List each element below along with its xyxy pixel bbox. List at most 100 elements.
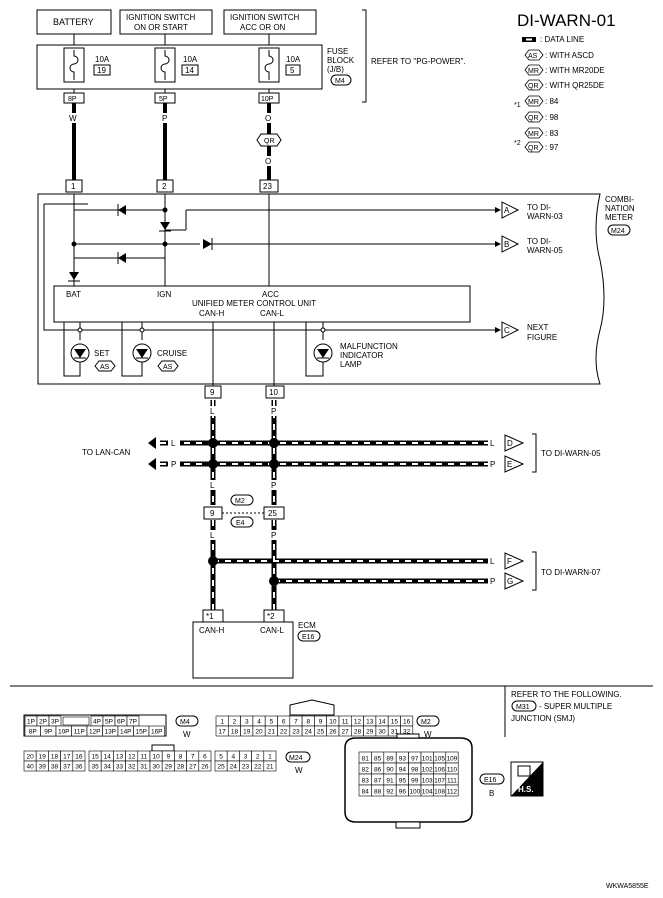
m24-pin: 15: [91, 754, 99, 761]
flag-c-letter: C: [504, 326, 510, 335]
m24-pin: 26: [201, 764, 209, 771]
m2-pin: 29: [366, 729, 374, 736]
acc-label-2: ACC OR ON: [240, 23, 286, 32]
m24-color: W: [295, 766, 303, 775]
m4-pin: 4P: [93, 719, 101, 726]
legend-star2-mr-code: MR: [528, 131, 539, 138]
right-fl: L: [490, 557, 495, 566]
unit-acc: ACC: [262, 290, 279, 299]
flag-c-line-2: FIGURE: [527, 333, 557, 342]
m4-pin: 13P: [104, 729, 116, 736]
unit-can-l: CAN-L: [260, 309, 285, 318]
m2-pin: 26: [329, 729, 337, 736]
to-lan-can: TO LAN-CAN: [82, 448, 131, 457]
m2-label: M2: [421, 719, 431, 726]
m24-pin: 7: [191, 754, 195, 761]
m2-pin: 23: [292, 729, 300, 736]
unit-ign: IGN: [157, 290, 171, 299]
m4-pin: 8P: [29, 729, 37, 736]
m24-pin: 39: [39, 764, 47, 771]
fuse-block-conn: M4: [335, 78, 345, 85]
m2-pin: 27: [342, 729, 350, 736]
fuse-14: 10A 14: [154, 47, 199, 83]
e16-pin: 87: [374, 778, 382, 785]
flag-a: [501, 201, 520, 219]
e16-pin: 91: [386, 778, 394, 785]
m2-pin: 15: [391, 719, 399, 726]
flag-c: [501, 321, 520, 339]
mil-label-1: MALFUNCTION: [340, 342, 398, 351]
flag-g-letter: G: [507, 577, 513, 586]
e16-pin: 108: [434, 789, 445, 796]
e16-pin: 89: [386, 756, 394, 763]
e16-pin: 107: [434, 778, 445, 785]
m2-pin: 11: [342, 719, 349, 726]
legend-data-line: : DATA LINE: [540, 35, 584, 44]
m2-pin: 17: [219, 729, 227, 736]
fuse-19: 10A 19: [63, 47, 111, 83]
m24-pin: 21: [266, 764, 274, 771]
legend-star2-mr: : 83: [545, 129, 559, 138]
can-data-lines: [160, 400, 495, 610]
flag-e-letter: E: [507, 460, 512, 469]
e16-pin: 112: [447, 789, 458, 796]
m24-pin: 40: [26, 764, 34, 771]
m2-pin: 10: [329, 719, 337, 726]
legend-as: : WITH ASCD: [545, 51, 594, 60]
wire-o-color-2: O: [265, 157, 271, 166]
ecm-box: [192, 621, 294, 679]
m4-pin: 6P: [117, 719, 125, 726]
fuse-5-amp: 10A: [286, 55, 301, 64]
mil-label-3: LAMP: [340, 360, 362, 369]
wire-p-mid: P: [271, 481, 276, 490]
m24-pin: 16: [75, 754, 83, 761]
e16-pin: 84: [362, 789, 370, 796]
wire-p-top: P: [271, 407, 276, 416]
m24-pin: 20: [26, 754, 34, 761]
e16-pin: 101: [422, 756, 433, 763]
acc-label-1: IGNITION SWITCH: [230, 13, 300, 22]
to-di-warn-07: TO DI-WARN-07: [541, 568, 601, 577]
m4-pin: 11P: [74, 729, 85, 736]
wire-p-bot: P: [271, 531, 276, 540]
terminal-8p: 8P: [68, 96, 77, 103]
flag-d: [504, 434, 525, 452]
fuse-block-label-3: (J/B): [327, 65, 344, 74]
e16-pin: 110: [447, 767, 458, 774]
e16-pin: 94: [399, 767, 407, 774]
m24-pin: 36: [75, 764, 83, 771]
m24-pin: 18: [51, 754, 59, 761]
m2-pin: 13: [366, 719, 374, 726]
junction-e4: E4: [236, 520, 245, 527]
m2-pin: 21: [268, 729, 276, 736]
junction-m2: M2: [235, 498, 245, 505]
m24-pin: 10: [152, 754, 160, 761]
m2-pin: 28: [354, 729, 362, 736]
flag-c-line-1: NEXT: [527, 323, 548, 332]
unit-name: UNIFIED METER CONTROL UNIT: [192, 299, 316, 308]
m24-pin: 35: [91, 764, 99, 771]
legend-qr-code: QR: [528, 83, 539, 90]
meter-pin-1: 1: [71, 182, 76, 191]
legend-star1-mr-code: MR: [528, 99, 539, 106]
ecm-pin-star1: *1: [206, 612, 214, 621]
hs-badge-icon: H.S.: [510, 761, 544, 797]
m24-pin: 38: [51, 764, 59, 771]
m24-pin: 14: [104, 754, 112, 761]
legend-star2: *2: [514, 140, 521, 147]
lan-p: P: [171, 460, 176, 469]
e16-pin: 82: [362, 767, 370, 774]
m2-pin: 22: [280, 729, 288, 736]
fuse-block-label-2: BLOCK: [327, 56, 355, 65]
m24-pin: 3: [244, 754, 248, 761]
m2-pin: 8: [306, 719, 310, 726]
m24-pin: 2: [256, 754, 260, 761]
legend-star1: *1: [514, 102, 521, 109]
flag-a-letter: A: [504, 206, 510, 215]
lan-l: L: [171, 439, 176, 448]
qr-option-code: QR: [264, 138, 275, 145]
